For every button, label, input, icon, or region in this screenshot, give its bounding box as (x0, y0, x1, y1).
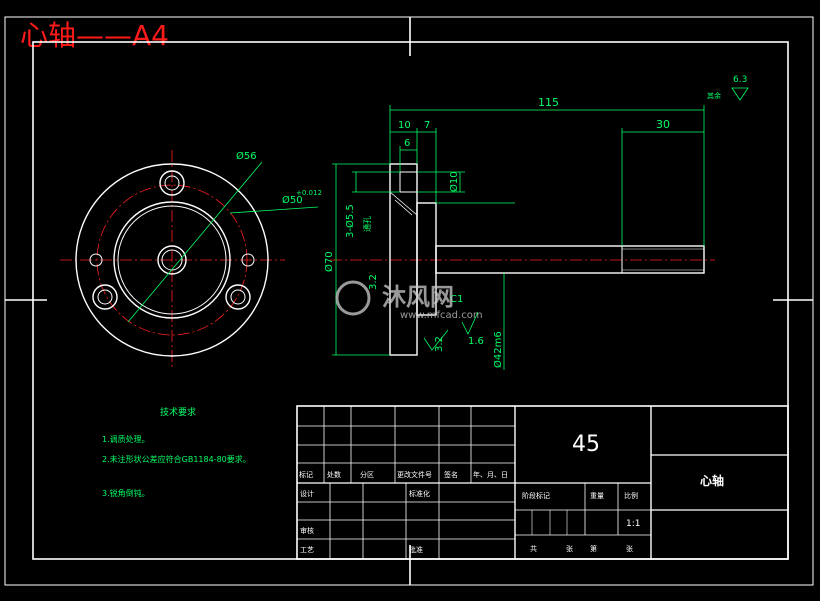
shaft-body (435, 245, 705, 274)
tb-review: 审核 (300, 526, 314, 535)
tb-sheet-label2: 张 (626, 544, 633, 553)
bolt-hole-left (92, 284, 118, 310)
title-block (296, 405, 789, 560)
tb-process: 工艺 (300, 546, 314, 554)
front-view: Ø56 Ø50 +0.012 (60, 150, 322, 370)
flange-body (389, 163, 418, 356)
rough-3-2a: 3.2 (434, 336, 445, 352)
bolt-circle (96, 184, 248, 336)
tb-sheet-total: 共 (530, 544, 537, 553)
roughness-rest-symbol (731, 87, 749, 101)
dim-6: 6 (404, 138, 410, 149)
hatch-1 (389, 191, 418, 216)
rough-rest: 其余 (707, 91, 721, 100)
bolt-hole-right-inner (230, 289, 246, 305)
tb-design: 设计 (300, 489, 314, 498)
dim-holes-note: 通孔 (362, 216, 372, 232)
bolt-hole-top-inner (164, 175, 180, 191)
tb-label-mark: 标记 (299, 470, 313, 479)
dim-dia50: Ø50 (282, 194, 303, 206)
tb-label-zone: 分区 (360, 470, 374, 479)
tb-standardize: 标准化 (409, 489, 430, 498)
dim-phi10: Ø10 (448, 171, 460, 192)
technical-notes: 技术要求 1.调质处理。 2.未注形状公差应符合GB1184-80要求。 3.锐… (102, 406, 251, 498)
tb-stage-mark: 阶段标记 (522, 491, 550, 500)
dim-7: 7 (424, 120, 430, 131)
notes-heading: 技术要求 (160, 406, 196, 418)
flange-outer-circle (75, 163, 269, 357)
dim-10: 10 (398, 120, 411, 131)
tb-sheet-label: 张 (566, 544, 573, 553)
watermark-url: www.mfcad.com (400, 310, 483, 321)
side-view: 115 30 10 7 6 Ø10 3-Ø5.5 通孔 Ø70 Ø4 (323, 75, 749, 370)
watermark-brand: 沐风网 (382, 283, 454, 311)
chamfer: C1 (450, 294, 463, 305)
boss-inner-circle (117, 205, 227, 315)
tb-label-sign: 签名 (444, 470, 458, 479)
tb-label-change: 更改文件号 (397, 470, 432, 479)
bolt-hole-right (225, 284, 251, 310)
note-3: 3.锐角倒钝。 (102, 488, 150, 498)
tb-weight: 重量 (590, 492, 604, 500)
boss-outer-circle (113, 201, 231, 319)
watermark-logo-icon (335, 280, 371, 316)
dim-30: 30 (656, 118, 670, 131)
tb-approve: 批准 (409, 545, 423, 554)
dim-dia50-leader (229, 206, 319, 214)
dim-dia56: Ø56 (236, 150, 257, 162)
tb-material: 45 (572, 432, 600, 457)
shaft-hole-circle (157, 245, 187, 275)
dim-115: 115 (538, 96, 559, 109)
rough-1-6: 1.6 (468, 336, 484, 347)
roughness-3-2-symbol (423, 329, 449, 351)
dim-holes: 3-Ø5.5 (344, 204, 356, 238)
tb-part-name: 心轴 (700, 473, 724, 488)
note-1: 1.调质处理。 (102, 434, 150, 444)
pin-hole-right (241, 253, 255, 267)
roughness-1-6-symbol (461, 311, 479, 335)
page-title: 心轴——A4 (20, 19, 169, 52)
tb-sheet-no: 第 (590, 544, 597, 553)
sheet-outer-border (4, 16, 814, 586)
title-block-text: 45 心轴 1:1 标记 处数 分区 更改文件号 签名 年、月、日 设计 标准化… (299, 432, 724, 554)
bolt-hole-top (159, 170, 185, 196)
rough-3-2b: 3.2 (368, 274, 379, 290)
tb-label-count: 处数 (327, 470, 341, 479)
watermark: 沐风网 www.mfcad.com (335, 280, 483, 321)
note-2: 2.未注形状公差应符合GB1184-80要求。 (102, 454, 251, 464)
tb-label-date: 年、月、日 (473, 470, 508, 479)
dim-dia56-leader (127, 161, 263, 323)
rough-6-3: 6.3 (733, 75, 747, 85)
tb-ratio: 比例 (624, 491, 638, 500)
dim-phi70: Ø70 (323, 251, 335, 272)
dim-phi42: Ø42m6 (492, 331, 504, 368)
tb-scale: 1:1 (626, 519, 640, 529)
dim-dia50-tol: +0.012 (296, 189, 322, 197)
pin-hole-left (89, 253, 103, 267)
hatch-2 (394, 199, 413, 216)
bolt-hole-left-inner (97, 289, 113, 305)
